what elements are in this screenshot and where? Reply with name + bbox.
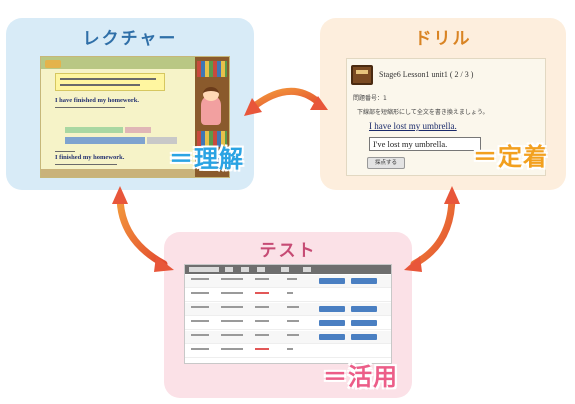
- lecture-topbar: [41, 57, 229, 69]
- result-button[interactable]: [319, 278, 345, 284]
- table-row: [185, 303, 391, 316]
- lecture-panel: レクチャー I have finished my homework. I fin…: [6, 18, 254, 190]
- arrow-drill-test: [410, 192, 456, 268]
- drill-tagline: ＝定着: [473, 143, 548, 171]
- lecture-screenshot: I have finished my homework. I finished …: [40, 56, 230, 178]
- drill-screenshot: Stage6 Lesson1 unit1 ( 2 / 3 ) 問題番号：1 下線…: [346, 58, 546, 176]
- test-panel: テスト: [164, 232, 412, 398]
- retry-button[interactable]: [351, 306, 377, 312]
- teacher-illustration: [201, 95, 221, 125]
- timeline-bar: [65, 137, 145, 144]
- classroom-floor: [41, 169, 197, 177]
- test-title: テスト: [259, 241, 317, 261]
- answer-input[interactable]: I've lost my umbrella.: [369, 137, 481, 151]
- retry-button[interactable]: [351, 334, 377, 340]
- drill-heading: Stage6 Lesson1 unit1 ( 2 / 3 ): [379, 70, 474, 79]
- lecture-title: レクチャー: [82, 29, 178, 49]
- test-tagline: ＝活用: [323, 363, 398, 391]
- timeline-bar: [65, 127, 123, 133]
- table-row: [185, 275, 391, 288]
- timeline-bar: [125, 127, 151, 133]
- lecture-sentence-2: I finished my homework.: [55, 154, 125, 161]
- table-row: [185, 331, 391, 344]
- question-number: 問題番号：1: [353, 95, 387, 102]
- teacher-head-illustration: [203, 87, 219, 101]
- drill-title: ドリル: [414, 29, 472, 49]
- test-table-header: [185, 265, 391, 274]
- result-button[interactable]: [319, 306, 345, 312]
- table-row: [185, 317, 391, 330]
- retry-button[interactable]: [351, 278, 377, 284]
- arrow-lecture-drill: [248, 87, 322, 112]
- result-button[interactable]: [319, 320, 345, 326]
- test-table-body: [185, 275, 391, 363]
- timeline-bar: [147, 137, 177, 144]
- lecture-tagline: ＝理解: [169, 145, 244, 173]
- grade-button[interactable]: 採点する: [367, 157, 405, 169]
- retry-button[interactable]: [351, 320, 377, 326]
- book-icon: [351, 65, 373, 85]
- table-row: [185, 289, 391, 302]
- drill-panel: ドリル Stage6 Lesson1 unit1 ( 2 / 3 ) 問題番号：…: [320, 18, 566, 190]
- result-button[interactable]: [319, 334, 345, 340]
- lecture-sentence-1: I have finished my homework.: [55, 97, 139, 104]
- arrow-test-lecture: [116, 192, 168, 268]
- table-row: [185, 345, 391, 358]
- lesson-tag: [45, 60, 61, 68]
- drill-sentence: I have lost my umbrella.: [369, 121, 457, 131]
- test-screenshot: [184, 264, 392, 364]
- drill-instruction: 下線部を短縮形にして全文を書き換えましょう。: [357, 109, 489, 116]
- grammar-callout: [55, 73, 165, 91]
